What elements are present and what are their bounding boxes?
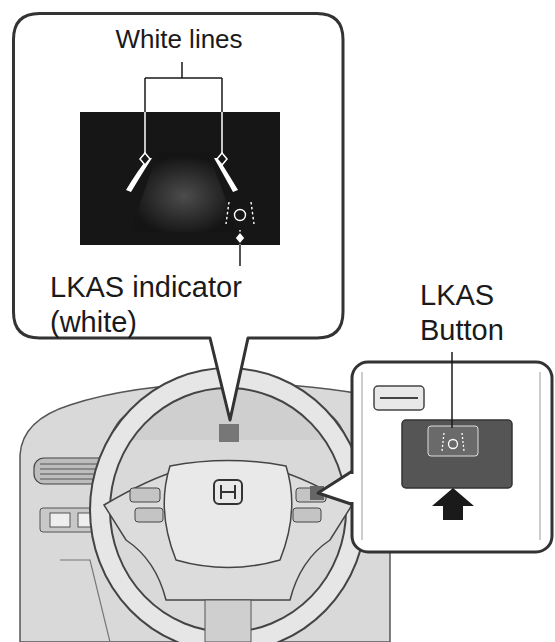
drawing-part	[214, 480, 242, 504]
drawing-part	[251, 202, 254, 224]
drawing-part	[293, 508, 321, 522]
leader-line	[145, 62, 222, 153]
lkas-button-icon	[442, 433, 464, 451]
wheel-buttons	[130, 488, 326, 522]
drawing-part	[449, 440, 458, 449]
white-lane-line	[214, 158, 238, 192]
leader-marker	[140, 153, 150, 165]
display-marker	[219, 424, 239, 442]
callout-bubble: White linesLKAS indicator (white)	[12, 12, 346, 424]
upper-switch	[374, 386, 424, 410]
drawing-part	[226, 202, 229, 224]
drawing-part	[221, 491, 235, 493]
switch	[50, 513, 70, 527]
drawing-part	[145, 62, 222, 153]
drawing-part	[442, 433, 444, 451]
drawing-part	[462, 433, 464, 451]
press-arrow	[432, 488, 474, 520]
lkas-indicator-icon	[226, 202, 254, 224]
indicator-label: LKAS indicator (white)	[50, 270, 290, 340]
display-screen	[80, 112, 280, 245]
wheel-hub	[164, 461, 292, 568]
bubble-outline	[14, 14, 344, 421]
drawing-part	[130, 488, 160, 502]
callout-outline	[12, 12, 346, 424]
inset-patch	[350, 474, 356, 502]
leader-marker	[217, 153, 227, 165]
road-surface	[130, 152, 238, 232]
white-lane-line	[126, 158, 152, 192]
drawing-part	[235, 210, 246, 221]
inset-pointer	[318, 470, 354, 505]
drawing-part	[145, 112, 222, 153]
drawing-part	[40, 464, 106, 465]
leader-marker	[235, 232, 245, 244]
knee-panel	[60, 560, 110, 642]
part-label: LKAS Button	[420, 278, 545, 348]
leader-line	[451, 352, 453, 428]
brand-logo	[214, 480, 242, 504]
steering-column	[205, 600, 251, 642]
button-panel	[402, 420, 512, 488]
drawing-part	[135, 508, 163, 522]
callout-label: White lines	[12, 22, 346, 57]
inset-column-trim	[362, 372, 540, 540]
lkas-button	[428, 426, 478, 456]
upper-switch-slot	[380, 397, 418, 399]
